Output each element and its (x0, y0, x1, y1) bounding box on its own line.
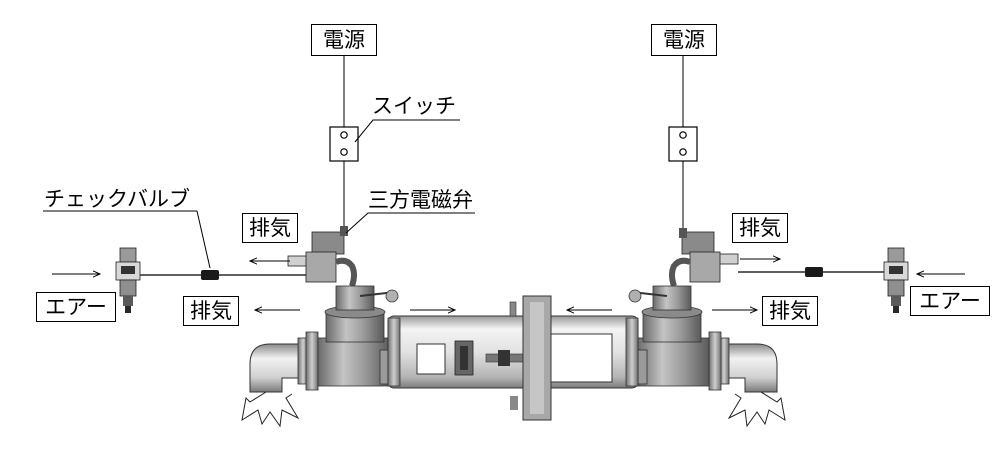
air-regulator-left (115, 247, 141, 313)
switch-right (668, 126, 698, 162)
main-cylinder (387, 301, 639, 389)
electrical-wiring (343, 55, 684, 232)
elbow-pipe-left (249, 331, 319, 393)
check-valve-label: チェックバルブ (44, 187, 190, 211)
check-valve-left (201, 270, 219, 280)
solenoid-valve-right (669, 228, 739, 287)
solenoid-valve-label: 三方電磁弁 (368, 188, 473, 212)
air-regulator-right (883, 247, 909, 313)
check-valve-right (805, 267, 823, 277)
power-box-right: 電源 (651, 24, 717, 56)
exhaust-box-upper-right: 排気 (732, 213, 788, 243)
diaphragm-valve-left (317, 285, 399, 387)
power-box-left: 電源 (311, 24, 377, 56)
solenoid-valve-left (287, 226, 357, 287)
flow-arrows (52, 259, 965, 310)
diaphragm-valve-right (628, 285, 710, 387)
exhaust-box-lower-left: 排気 (183, 296, 239, 326)
exhaust-box-lower-right: 排気 (762, 296, 818, 326)
exhaust-box-upper-left: 排気 (242, 213, 298, 243)
elbow-pipe-right (708, 331, 778, 393)
leader-lines (43, 119, 475, 269)
air-box-left: エアー (36, 292, 116, 322)
switch-label: スイッチ (372, 94, 456, 118)
spray-right (727, 391, 786, 428)
air-line-left (138, 262, 311, 276)
switch-left (329, 126, 359, 162)
mounting-bracket (510, 295, 552, 421)
air-box-right: エアー (910, 286, 990, 316)
spray-left (241, 391, 300, 428)
